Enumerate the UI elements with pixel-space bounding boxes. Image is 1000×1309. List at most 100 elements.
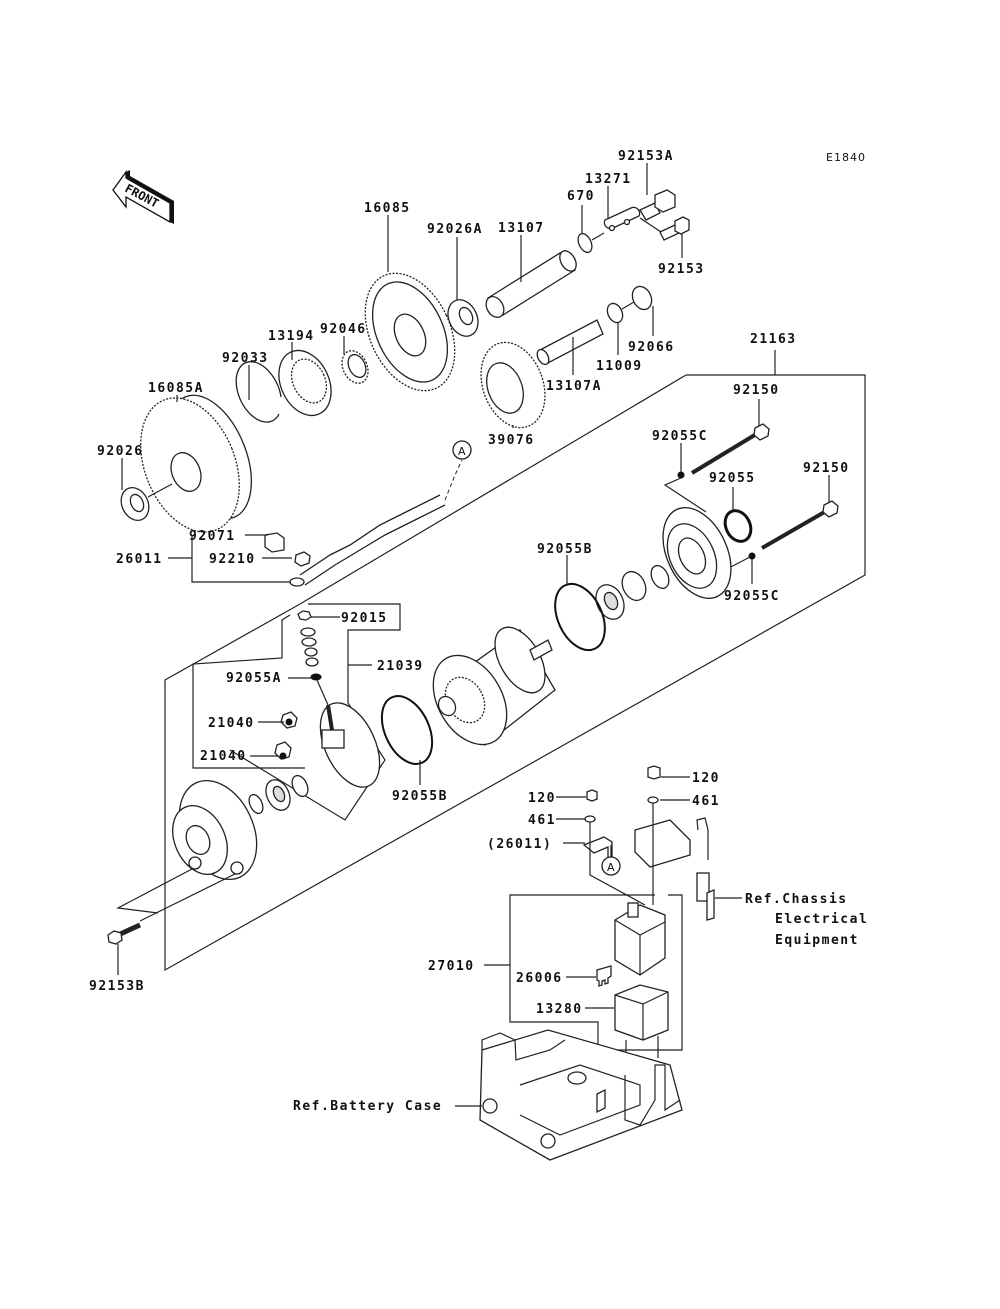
- washer-2: [301, 637, 317, 647]
- part-92015-nut: [297, 610, 312, 621]
- label-16085: 16085: [364, 201, 411, 216]
- part-washer-front: [291, 774, 309, 798]
- part-92026-collar: [120, 486, 150, 522]
- bracket-21039: [229, 603, 401, 821]
- ref-battery-case: Ref.Battery Case: [293, 1099, 442, 1114]
- label-13280: 13280: [536, 1002, 583, 1017]
- part-26011-cable: [264, 494, 446, 587]
- label-13107A: 13107A: [546, 379, 602, 394]
- part-21040-brush-b: [274, 741, 292, 760]
- label-670: 670: [567, 189, 595, 204]
- part-bearing-front: [265, 779, 291, 811]
- bracket-27010: [509, 894, 683, 1051]
- label-26011: 26011: [116, 552, 163, 567]
- callout-A-top-label: A: [458, 445, 467, 458]
- part-92153A-bolt: [639, 189, 676, 221]
- label-92046: 92046: [320, 322, 367, 337]
- part-461-washer-b: [647, 796, 659, 804]
- part-92153-bolt: [659, 216, 690, 241]
- label-92150-a: 92150: [733, 383, 780, 398]
- label-92055A: 92055A: [226, 671, 282, 686]
- part-starter-yoke: [432, 626, 556, 746]
- part-11009-gasket: [606, 302, 624, 324]
- label-92055C-top: 92055C: [652, 429, 708, 444]
- part-92055-oring: [723, 509, 753, 543]
- label-92153A: 92153A: [618, 149, 674, 164]
- label-92055B-bot: 92055B: [392, 789, 448, 804]
- part-end-cover: [662, 507, 732, 599]
- part-relay: [614, 902, 666, 976]
- label-92071: 92071: [189, 529, 236, 544]
- part-92153B-bolt: [107, 922, 142, 945]
- part-26006-fuse: [596, 965, 612, 987]
- part-13271-plate: [603, 206, 641, 232]
- part-13194-clutch: [278, 349, 332, 417]
- ref-chassis-line3: Equipment: [775, 933, 859, 948]
- label-461-a: 461: [528, 813, 556, 828]
- label-13271: 13271: [585, 172, 632, 187]
- callout-A-top: [452, 440, 472, 460]
- washer-3: [304, 647, 318, 657]
- part-39076-gear: [480, 341, 546, 429]
- label-92033: 92033: [222, 351, 269, 366]
- part-92026A-collar: [447, 299, 479, 337]
- label-92055C-bot: 92055C: [724, 589, 780, 604]
- part-92055C-bot-oring: [748, 552, 756, 560]
- label-92150-b: 92150: [803, 461, 850, 476]
- part-92033-circlip: [235, 361, 282, 423]
- washer-4: [305, 657, 319, 667]
- label-11009: 11009: [596, 359, 643, 374]
- part-battery-case: [479, 1029, 683, 1161]
- label-92026: 92026: [97, 444, 144, 459]
- part-13107-shaft: [485, 250, 577, 318]
- label-21040-a: 21040: [208, 716, 255, 731]
- callout-A-bottom: [601, 856, 621, 876]
- label-27010: 27010: [428, 959, 475, 974]
- part-relay-cover: [634, 817, 715, 921]
- part-16085-gear: [364, 272, 456, 392]
- part-670-oring: [577, 232, 593, 254]
- bracket-brush-group: [192, 614, 305, 769]
- part-13280-fuse-holder: [614, 984, 669, 1041]
- part-461-washer-a: [584, 815, 596, 823]
- label-21040-b: 21040: [200, 749, 247, 764]
- part-92046-bearing: [341, 350, 369, 384]
- label-92210: 92210: [209, 552, 256, 567]
- part-92150-bolt-a: [690, 423, 770, 475]
- label-92055B-top: 92055B: [537, 542, 593, 557]
- part-120-bolt-b: [647, 765, 661, 780]
- label-92153B: 92153B: [89, 979, 145, 994]
- front-arrow-icon: FRONT: [112, 169, 174, 224]
- part-21040-brush-a: [280, 711, 298, 729]
- label-120-b: 120: [692, 771, 720, 786]
- part-front-cover: [172, 779, 258, 881]
- washer-1: [300, 627, 316, 637]
- part-92150-bolt-b: [761, 500, 839, 550]
- label-26011-paren: (26011): [487, 837, 552, 852]
- label-21039: 21039: [377, 659, 424, 674]
- part-92055B-bot-oring: [380, 695, 434, 765]
- part-92066-plug: [631, 285, 653, 311]
- label-13194: 13194: [268, 329, 315, 344]
- part-circlip-end: [650, 564, 670, 590]
- label-16085A: 16085A: [148, 381, 204, 396]
- ref-chassis-line2: Electrical: [775, 912, 868, 927]
- part-92055C-top-oring: [677, 471, 685, 479]
- label-39076: 39076: [488, 433, 535, 448]
- label-26006: 26006: [516, 971, 563, 986]
- label-92055: 92055: [709, 471, 756, 486]
- label-13107: 13107: [498, 221, 545, 236]
- diagram-code: E1840: [826, 151, 866, 164]
- part-washer-end: [621, 570, 647, 602]
- part-brush-plate: [319, 702, 381, 788]
- part-bearing-end: [595, 584, 625, 620]
- part-16085A-gear: [140, 394, 252, 533]
- label-461-b: 461: [692, 794, 720, 809]
- part-92055B-top-oring: [554, 582, 606, 652]
- label-92026A: 92026A: [427, 222, 483, 237]
- callout-A-bottom-label: A: [607, 861, 616, 874]
- label-120-a: 120: [528, 791, 556, 806]
- label-92066: 92066: [628, 340, 675, 355]
- part-120-bolt-a: [586, 789, 598, 802]
